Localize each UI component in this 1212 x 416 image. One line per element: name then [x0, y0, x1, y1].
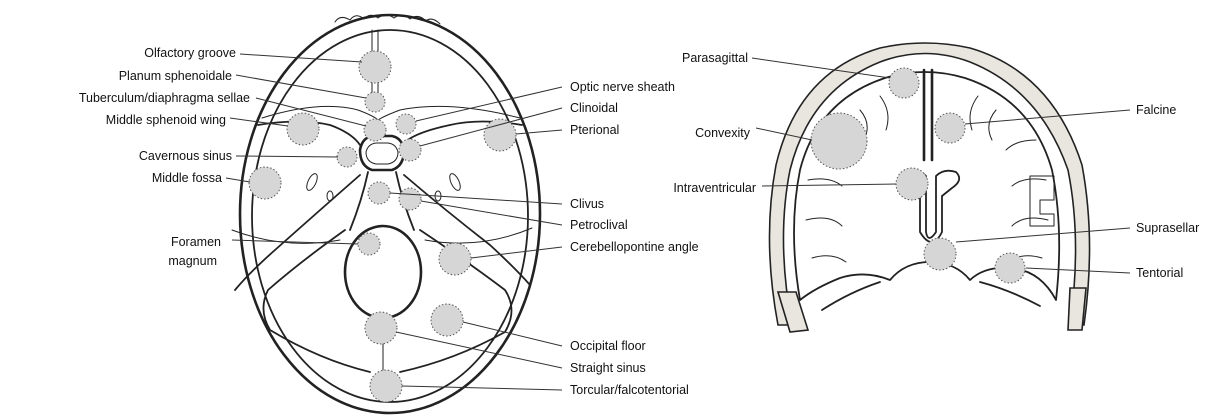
pointer-middle-fossa [226, 178, 250, 182]
lesion-pterional [484, 119, 516, 151]
label-parasagittal: Parasagittal [682, 51, 748, 65]
label-tentorial: Tentorial [1136, 266, 1183, 280]
label-intraventricular: Intraventricular [673, 181, 756, 195]
foramen-small-left [327, 191, 333, 201]
lesion-falcine [935, 113, 965, 143]
label-planum-sphenoidale: Planum sphenoidale [119, 69, 232, 83]
lesion-intraventricular [896, 168, 928, 200]
pointer-torcular [402, 386, 562, 390]
lesion-clivus [368, 182, 390, 204]
foramen-ovale-right [448, 172, 463, 192]
label-suprasellar: Suprasellar [1136, 221, 1199, 235]
sella-inner [366, 143, 398, 164]
axial-labels: Olfactory groove Planum sphenoidale Tube… [79, 46, 699, 397]
lesion-olfactory-groove [359, 51, 391, 83]
foramen-ovale-left [305, 172, 320, 192]
lesion-middle-fossa [249, 167, 281, 199]
lesion-suprasellar [924, 238, 956, 270]
label-middle-fossa: Middle fossa [152, 171, 222, 185]
lesion-planum-sphenoidale [365, 92, 385, 112]
label-cerebellopontine-angle: Cerebellopontine angle [570, 240, 699, 254]
label-cavernous-sinus: Cavernous sinus [139, 149, 232, 163]
label-foramen: Foramen [171, 235, 221, 249]
pointer-occipital-floor [463, 322, 562, 346]
label-magnum: magnum [168, 254, 217, 268]
pointer-suprasellar [956, 228, 1130, 242]
tentorium-right [980, 282, 1040, 306]
label-occipital-floor: Occipital floor [570, 339, 646, 353]
pointer-planum-sphenoidale [236, 75, 366, 98]
label-clinoidal: Clinoidal [570, 101, 618, 115]
axial-pointer-lines [226, 54, 562, 390]
label-optic-nerve-sheath: Optic nerve sheath [570, 80, 675, 94]
lesion-cerebellopontine-angle [439, 243, 471, 275]
falx-cerebri [924, 70, 932, 160]
coronal-brain-drawing [769, 43, 1089, 332]
label-pterional: Pterional [570, 123, 619, 137]
lesion-foramen-magnum [358, 233, 380, 255]
coronal-skull [769, 43, 1089, 325]
label-torcular: Torcular/falcotentorial [570, 383, 689, 397]
label-clivus: Clivus [570, 197, 604, 211]
label-tuberculum-sellae: Tuberculum/diaphragma sellae [79, 91, 250, 105]
lesion-parasagittal [889, 68, 919, 98]
coronal-skull-base-right [1068, 288, 1086, 330]
lesion-petroclival [399, 188, 421, 210]
tentorium-left [822, 282, 880, 310]
axial-inner-skull [252, 30, 528, 402]
sella-turcica [360, 136, 404, 170]
label-petroclival: Petroclival [570, 218, 628, 232]
gyri-right [970, 96, 1048, 262]
lesion-middle-sphenoid-wing [287, 113, 319, 145]
pointer-cerebellopontine-angle [471, 247, 562, 258]
lesion-occipital-floor [431, 304, 463, 336]
label-falcine: Falcine [1136, 103, 1176, 117]
lesion-tuberculum-sellae [364, 119, 386, 141]
label-middle-sphenoid-wing: Middle sphenoid wing [106, 113, 226, 127]
lesion-cavernous-sinus [337, 147, 357, 167]
lesion-torcular [370, 370, 402, 402]
lesion-clinoidal [399, 139, 421, 161]
pointer-cavernous-sinus [236, 156, 338, 157]
label-convexity: Convexity [695, 126, 751, 140]
lesion-convexity [811, 113, 867, 169]
lesion-straight-sinus [365, 312, 397, 344]
lesion-optic-nerve-sheath [396, 114, 416, 134]
pointer-optic-nerve-sheath [416, 87, 562, 121]
pointer-pterional [516, 130, 562, 134]
foramen-magnum-outline [345, 226, 421, 318]
label-olfactory-groove: Olfactory groove [144, 46, 236, 60]
label-straight-sinus: Straight sinus [570, 361, 646, 375]
lesion-tentorial [995, 253, 1025, 283]
pointer-straight-sinus [396, 332, 562, 368]
